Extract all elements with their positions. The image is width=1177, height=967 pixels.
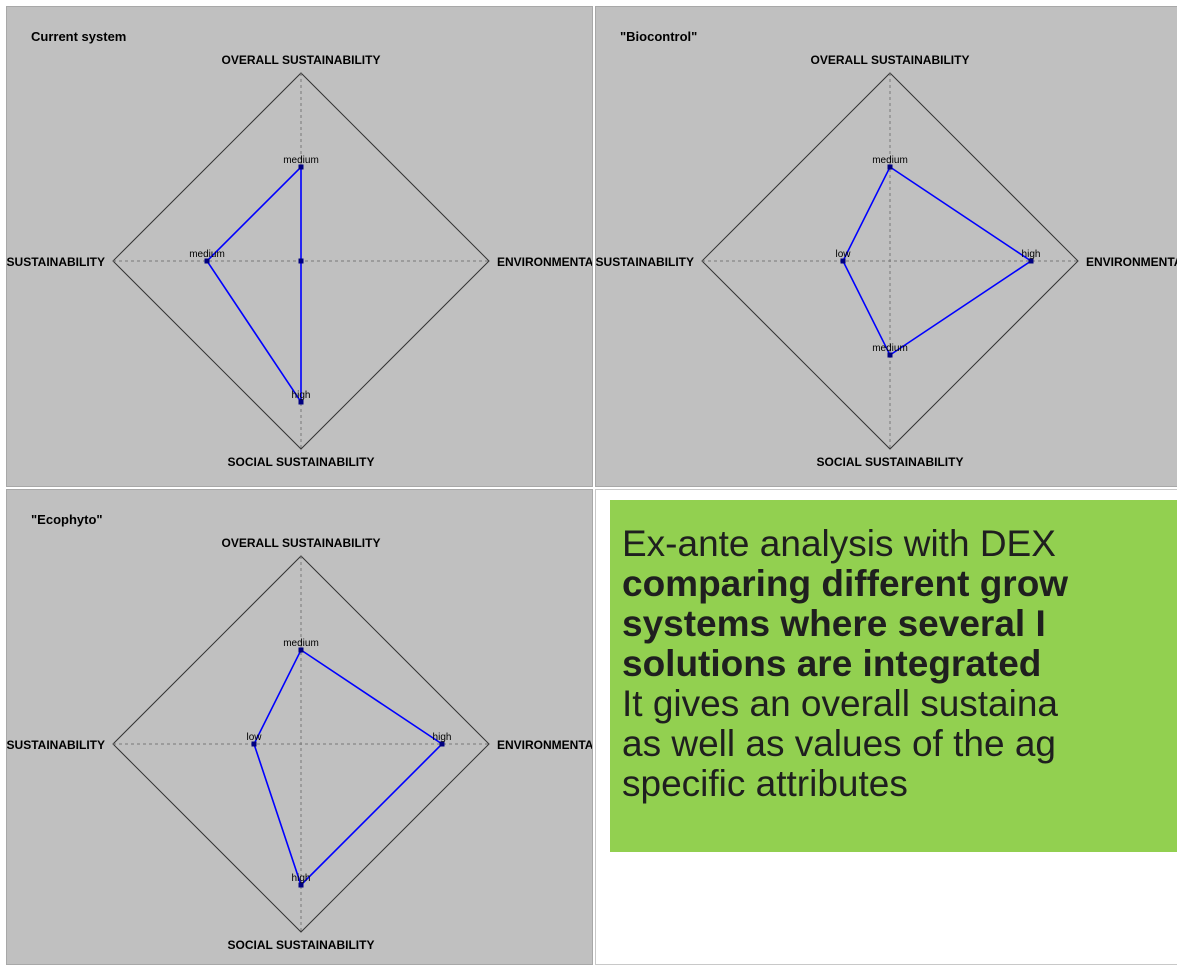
data-point: [251, 741, 257, 747]
radar-chart: OVERALL SUSTAINABILITY ENVIRONMENTAL SUST…: [596, 53, 1177, 469]
description-panel: Ex-ante analysis with DEX comparing diff…: [595, 489, 1177, 965]
data-point: [887, 164, 893, 170]
axis-label: ENVIRONMENTAL SUSTAINABILITY: [497, 255, 593, 269]
radar-frame: [112, 555, 490, 933]
axis-label: ENVIRONMENTAL SUSTAINABILITY: [497, 738, 593, 752]
axis-label: OVERALL SUSTAINABILITY: [811, 53, 970, 67]
data-label: high: [1022, 249, 1041, 260]
data-label: high: [292, 873, 311, 884]
axis-label: ECONOMIC SUSTAINABILITY: [7, 738, 105, 752]
data-point: [298, 399, 304, 405]
note-line-bold: solutions are integrated: [622, 643, 1042, 684]
axis-label: ECONOMIC SUSTAINABILITY: [596, 255, 694, 269]
radar-panel-current-system: Current system OVERALL SUSTAINABILITY ENV…: [6, 6, 593, 487]
data-label: medium: [872, 155, 908, 166]
note-line: It gives an overall sustaina: [622, 683, 1059, 724]
radar-frame: [112, 72, 490, 450]
data-point: [887, 352, 893, 358]
data-point: [298, 647, 304, 653]
data-point: [298, 882, 304, 888]
axis-label: SOCIAL SUSTAINABILITY: [228, 455, 375, 469]
chart-title: "Biocontrol": [620, 29, 698, 44]
data-point: [298, 258, 304, 264]
radar-panel-biocontrol: "Biocontrol" OVERALL SUSTAINABILITY ENVIR…: [595, 6, 1177, 487]
chart-title: Current system: [31, 29, 127, 44]
axis-label: SOCIAL SUSTAINABILITY: [228, 938, 375, 952]
radar-frame: [701, 72, 1079, 450]
data-point: [204, 258, 210, 264]
data-label: medium: [283, 155, 319, 166]
data-label: medium: [189, 249, 225, 260]
series-polygon: [205, 165, 302, 405]
axis-label: ECONOMIC SUSTAINABILITY: [7, 255, 105, 269]
axis-label: ENVIRONMENTAL SUSTAINABILITY: [1086, 255, 1177, 269]
note-line: specific attributes: [622, 763, 908, 804]
note-line-bold: systems where several I: [622, 603, 1046, 644]
data-label: low: [835, 249, 851, 260]
note-line-bold: comparing different grow: [622, 563, 1069, 604]
axis-label: OVERALL SUSTAINABILITY: [222, 53, 381, 67]
axis-label: OVERALL SUSTAINABILITY: [222, 536, 381, 550]
data-point: [439, 741, 445, 747]
data-point: [840, 258, 846, 264]
radar-panel-ecophyto: "Ecophyto" OVERALL SUSTAINABILITY ENVIRON…: [6, 489, 593, 965]
note-line: Ex-ante analysis with DEX: [622, 523, 1056, 564]
data-label: medium: [872, 343, 908, 354]
radar-chart: OVERALL SUSTAINABILITY ENVIRONMENTAL SUST…: [7, 536, 593, 952]
data-label: high: [433, 732, 452, 743]
data-label: medium: [283, 638, 319, 649]
data-point: [298, 164, 304, 170]
note-line: as well as values of the ag: [622, 723, 1056, 764]
series-polygon: [253, 648, 444, 887]
data-label: high: [292, 390, 311, 401]
axis-label: SOCIAL SUSTAINABILITY: [817, 455, 964, 469]
data-label: low: [246, 732, 262, 743]
radar-chart: OVERALL SUSTAINABILITY ENVIRONMENTAL SUST…: [7, 53, 593, 469]
description-callout: Ex-ante analysis with DEX comparing diff…: [610, 500, 1177, 852]
data-point: [1028, 258, 1034, 264]
chart-title: "Ecophyto": [31, 512, 103, 527]
